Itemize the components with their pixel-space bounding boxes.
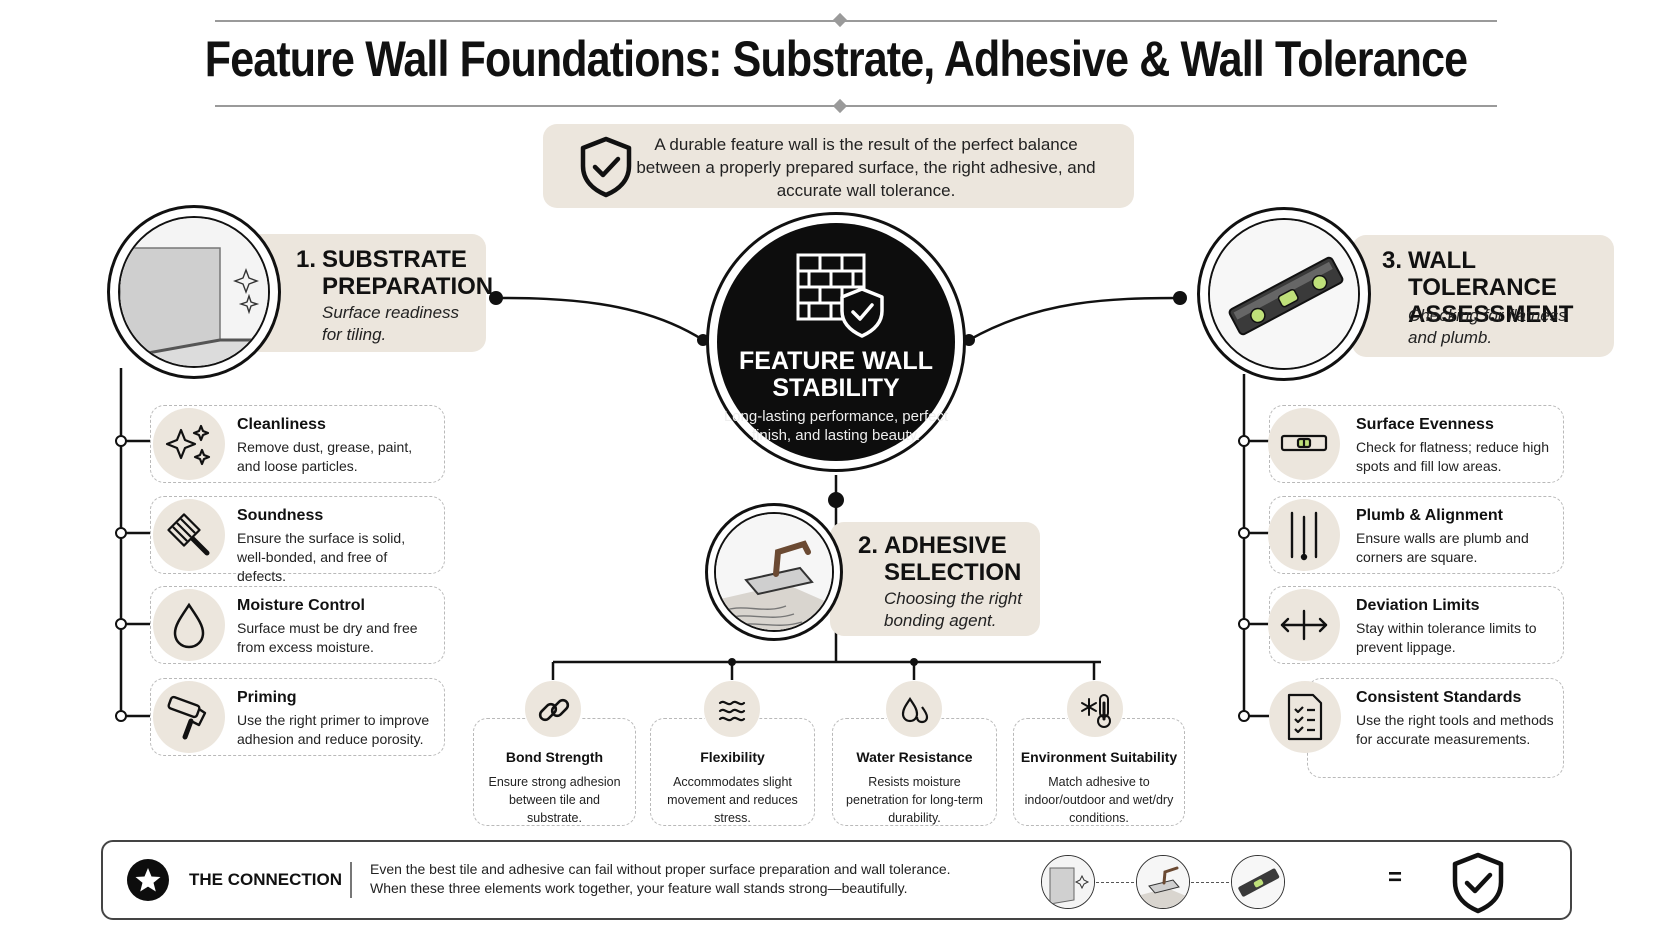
item-title: Flexibility <box>700 749 765 765</box>
wave-icon <box>703 680 761 738</box>
page-title: Feature Wall Foundations: Substrate, Adh… <box>204 31 1468 87</box>
item-desc: Match adhesive to indoor/outdoor and wet… <box>1024 775 1174 825</box>
paint-roller-icon <box>153 681 225 753</box>
hub-title: FEATURE WALL STABILITY <box>739 347 933 402</box>
substrate-thumb-icon <box>1041 855 1095 909</box>
item-title: Consistent Standards <box>1356 689 1522 706</box>
item-desc: Ensure strong adhesion between tile and … <box>488 775 621 825</box>
item-title: Environment Suitability <box>1020 749 1178 765</box>
equals-sign: = <box>1388 864 1403 891</box>
vertical-lines-icon <box>1268 499 1340 571</box>
item-desc: Use the right tools and methods for accu… <box>1356 712 1554 747</box>
connection-text: Even the best tile and adhesive can fail… <box>370 861 951 896</box>
adhesive-title: ADHESIVE SELECTION <box>884 532 1022 586</box>
wall-corner-illustration <box>120 218 268 366</box>
item-desc: Accommodates slight movement and reduces… <box>667 775 798 825</box>
tolerance-subtitle: Checking for flatness and plumb. <box>1408 306 1567 347</box>
substrate-item-soundness: Soundness Ensure the surface is solid, w… <box>150 496 445 584</box>
item-title: Plumb & Alignment <box>1356 507 1503 524</box>
double-arrow-icon <box>1268 589 1340 661</box>
tolerance-card: 3. WALL TOLERANCE ASSESSMENT Checking fo… <box>1352 235 1614 357</box>
spirit-level-icon <box>1268 408 1340 480</box>
substrate-card: 1. SUBSTRATE PREPARATION Surface readine… <box>246 234 494 352</box>
sparkle-icon <box>153 408 225 480</box>
substrate-title: SUBSTRATE PREPARATION <box>322 246 494 300</box>
adhesive-card: 2. ADHESIVE SELECTION Choosing the right… <box>830 522 1040 636</box>
connection-bar: THE CONNECTION Even the best tile and ad… <box>101 840 1572 920</box>
tolerance-thumb-icon <box>1231 855 1285 909</box>
adhesive-item-environment: Environment Suitability Match adhesive t… <box>1013 718 1185 826</box>
shield-check-icon <box>580 136 632 198</box>
item-desc: Remove dust, grease, paint, and loose pa… <box>237 439 413 474</box>
spirit-level-illustration <box>1210 220 1358 368</box>
substrate-number: 1. <box>296 246 317 273</box>
item-title: Priming <box>237 689 297 706</box>
adhesive-image-ring <box>705 503 843 641</box>
tolerance-level-image <box>1208 218 1360 370</box>
adhesive-number: 2. <box>858 532 879 559</box>
tolerance-item-deviation: Deviation Limits Stay within tolerance l… <box>1268 586 1564 664</box>
item-title: Water Resistance <box>856 749 973 765</box>
connection-dash <box>1096 882 1134 883</box>
intro-box: A durable feature wall is the result of … <box>543 124 1134 208</box>
tolerance-item-standards: Consistent Standards Use the right tools… <box>1307 678 1564 778</box>
hub-circle: FEATURE WALL STABILITY Long-lasting perf… <box>706 212 966 472</box>
item-title: Cleanliness <box>237 416 326 433</box>
trowel-illustration <box>716 514 832 630</box>
connection-divider <box>350 862 352 898</box>
item-desc: Stay within tolerance limits to prevent … <box>1356 620 1537 655</box>
tolerance-item-evenness: Surface Evenness Check for flatness; red… <box>1268 405 1564 483</box>
adhesive-trowel-image <box>714 512 834 632</box>
intro-text: A durable feature wall is the result of … <box>636 135 1096 200</box>
star-icon <box>127 859 169 901</box>
tolerance-number: 3. <box>1382 247 1403 274</box>
item-desc: Ensure walls are plumb and corners are s… <box>1356 530 1529 565</box>
item-title: Soundness <box>237 507 324 524</box>
brick-wall-shield-icon <box>796 253 884 338</box>
adhesive-subtitle: Choosing the right bonding agent. <box>884 589 1022 630</box>
item-title: Bond Strength <box>505 749 604 765</box>
chain-link-icon <box>524 680 582 738</box>
substrate-subtitle: Surface readiness for tiling. <box>322 303 460 344</box>
tolerance-item-plumb: Plumb & Alignment Ensure walls are plumb… <box>1268 496 1564 574</box>
item-title: Surface Evenness <box>1356 416 1494 433</box>
connection-label: THE CONNECTION <box>189 870 342 889</box>
item-desc: Use the right primer to improve adhesion… <box>237 712 430 747</box>
item-desc: Check for flatness; reduce high spots an… <box>1356 439 1549 474</box>
item-desc: Resists moisture penetration for long-te… <box>846 775 983 825</box>
item-desc: Surface must be dry and free from excess… <box>237 620 418 655</box>
hub-core: FEATURE WALL STABILITY Long-lasting perf… <box>717 223 955 461</box>
item-title: Deviation Limits <box>1356 597 1480 614</box>
adhesive-thumb-icon <box>1136 855 1190 909</box>
checklist-icon <box>1269 681 1341 753</box>
scraper-icon <box>153 499 225 571</box>
water-drops-icon <box>885 680 943 738</box>
tolerance-title: WALL TOLERANCE ASSESSMENT <box>1408 247 1574 328</box>
hub-subtitle: Long-lasting performance, perfect finish… <box>723 408 949 444</box>
snow-thermometer-icon <box>1066 680 1124 738</box>
substrate-wall-image <box>118 216 270 368</box>
substrate-item-moisture: Moisture Control Surface must be dry and… <box>150 586 445 664</box>
substrate-image-ring <box>107 205 281 379</box>
shield-check-icon <box>1452 852 1504 914</box>
substrate-item-cleanliness: Cleanliness Remove dust, grease, paint, … <box>150 405 445 483</box>
substrate-item-priming: Priming Use the right primer to improve … <box>150 678 445 756</box>
tolerance-image-ring <box>1197 207 1371 381</box>
title-top-rule <box>215 20 1497 22</box>
item-desc: Ensure the surface is solid, well-bonded… <box>237 530 406 584</box>
droplet-icon <box>153 589 225 661</box>
connection-dash <box>1191 882 1229 883</box>
item-title: Moisture Control <box>237 597 365 614</box>
title-bottom-rule <box>215 105 1497 107</box>
